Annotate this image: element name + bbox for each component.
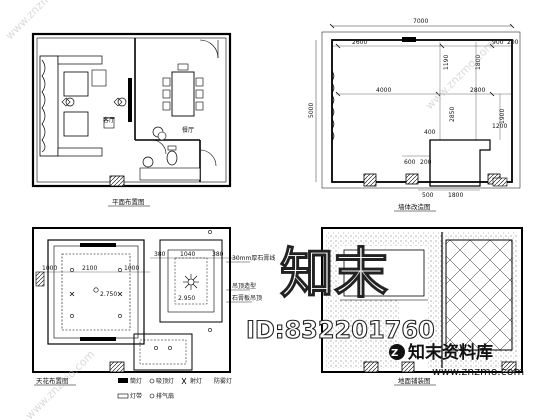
watermark-id: ID:832201760 <box>246 316 435 344</box>
svg-text:知: 知 <box>280 242 334 305</box>
wall-dim-200: 200 <box>507 39 519 46</box>
svg-text:Z: Z <box>391 348 398 359</box>
brand-logo-icon: Z <box>389 344 405 360</box>
legend-moisture-lamp: 防雾灯 <box>214 377 232 385</box>
ceiling-dim-380a: 380 <box>154 251 166 258</box>
legend-ceiling-lamp: 吸顶灯 <box>156 377 174 385</box>
svg-text:餐厅: 餐厅 <box>182 126 194 134</box>
svg-text:客厅: 客厅 <box>103 116 115 124</box>
legend-exhaust-fan: 排气扇 <box>156 392 174 400</box>
wall-dim-1190: 1190 <box>443 55 450 70</box>
wall-dim-4000: 4000 <box>376 87 391 94</box>
wall-dim-2800: 2800 <box>470 87 485 94</box>
ceiling-dim-380b: 380 <box>212 251 224 258</box>
svg-text:末: 末 <box>334 242 388 305</box>
brand-name: 知末资料库 <box>407 342 493 363</box>
floor-panel: 地面铺装图 <box>321 227 523 386</box>
watermark-diag-top-right: www.znzmo.com <box>423 38 497 112</box>
legend-downlight: 筒灯 <box>130 377 142 385</box>
ceiling-caption: 天花布置图 <box>36 376 69 385</box>
plan-walls <box>31 32 232 188</box>
brand-url: www.znzmo.com <box>432 365 524 378</box>
floor-outline <box>321 227 523 373</box>
ceiling-dim-1000b: 1000 <box>124 265 139 272</box>
wall-dim-2850: 2850 <box>449 107 456 122</box>
wall-dim-200b: 200 <box>420 159 432 166</box>
wall-dim-900: 900 <box>492 39 504 46</box>
wall-dim-1800b: 1800 <box>448 192 463 199</box>
wall-dim-400: 400 <box>424 129 436 136</box>
wall-dim-500: 500 <box>422 192 434 199</box>
ceiling-level-b: 2.950 <box>178 295 195 302</box>
ceiling-level-a: 2.750 <box>100 291 117 298</box>
watermark-diag-bottom-left: www.znzmo.com <box>23 348 97 420</box>
diamond-tile-area <box>445 239 513 351</box>
ceiling-dim-1040: 1040 <box>180 251 195 258</box>
ceiling-legend: 筒灯 吸顶灯 射灯 防雾灯 灯带 排气扇 <box>117 377 232 400</box>
plan-caption: 平面布置图 <box>112 197 145 206</box>
wall-dim-5000: 5000 <box>308 103 315 118</box>
legend-light-strip: 灯带 <box>130 392 142 400</box>
wall-dim-7000: 7000 <box>413 18 428 25</box>
ceiling-note-1: 30mm厚石膏线 <box>232 254 275 262</box>
wall-dim-600: 600 <box>404 159 416 166</box>
ceiling-panel: 1000 2100 1000 380 1040 380 2.750 2.950 … <box>32 227 275 400</box>
wall-dim-2600: 2600 <box>352 39 367 46</box>
ceiling-note-3: 石膏板吊顶 <box>232 294 262 302</box>
wall-outline <box>331 39 513 183</box>
plan-panel: 客厅 餐厅 平面布置图 <box>31 32 232 207</box>
ceiling-outline <box>32 227 231 373</box>
wall-dim-1900: 1900 <box>499 109 506 124</box>
wall-caption: 墙体改造图 <box>398 202 431 211</box>
watermark-logo-icon: 知 末 <box>279 241 388 305</box>
wall-panel: 7000 2600 900 200 4000 2800 1190 1800 50… <box>308 18 521 212</box>
ceiling-dim-1000a: 1000 <box>42 265 57 272</box>
wall-dim-1800: 1800 <box>475 55 482 70</box>
wall-dim-1200: 1200 <box>492 123 507 130</box>
watermark-diag-top-left: www.znzmo.com <box>3 0 77 42</box>
legend-spotlight: 射灯 <box>190 377 202 385</box>
sofa-icon <box>39 55 103 157</box>
ceiling-note-2: 吊顶造型 <box>232 282 256 290</box>
dining-table-icon <box>162 63 204 117</box>
ceiling-dim-2100: 2100 <box>82 265 97 272</box>
floor-caption: 地面铺装图 <box>398 376 431 385</box>
